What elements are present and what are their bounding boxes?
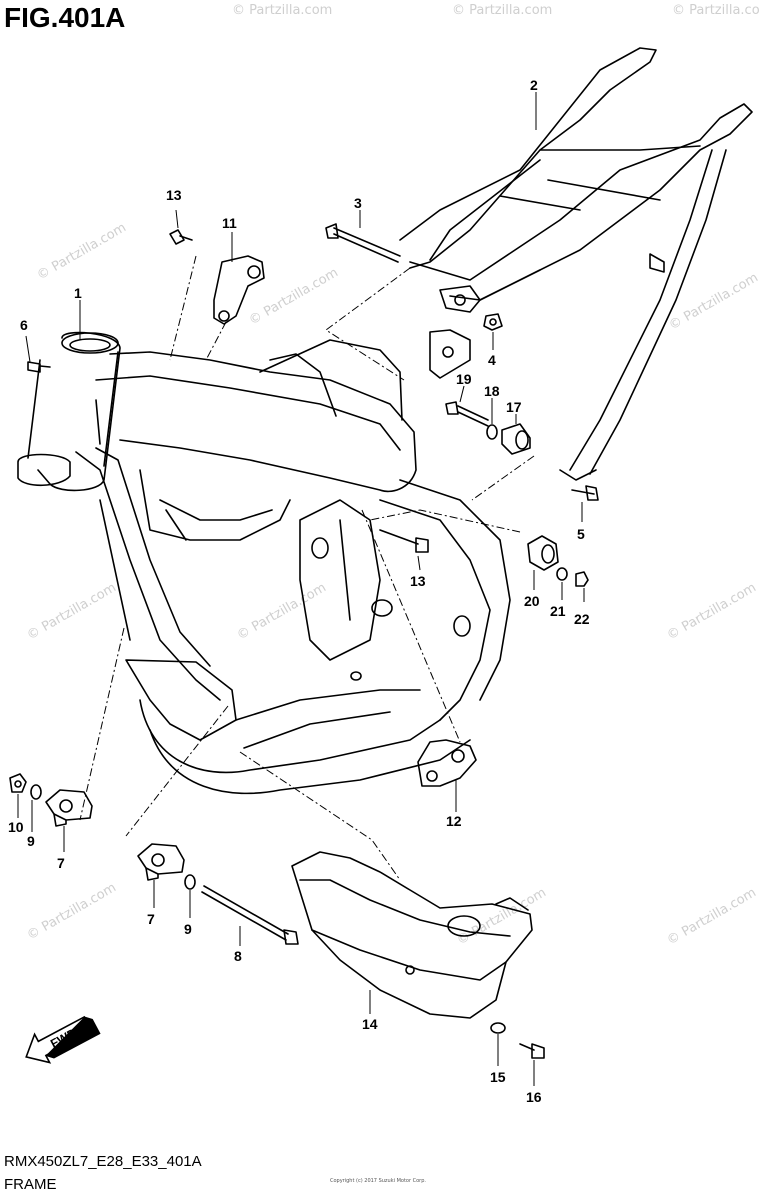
- bracket-7-upper: [45, 789, 93, 827]
- seat-rail: [399, 47, 753, 481]
- callout-4: 4: [488, 352, 496, 368]
- callout-7-lower: 7: [147, 911, 155, 927]
- callout-13-lower: 13: [410, 573, 426, 589]
- washer-9-lower: [184, 874, 196, 890]
- callout-11: 11: [222, 215, 237, 231]
- washer-21: [556, 567, 568, 581]
- callout-9-upper: 9: [27, 833, 35, 849]
- bolt-5: [571, 485, 599, 501]
- callout-22: 22: [574, 611, 590, 627]
- callout-1: 1: [74, 285, 82, 301]
- watermark: © Partzilla.com: [247, 265, 341, 328]
- callout-3: 3: [354, 195, 362, 211]
- skid-plate-14: [291, 851, 533, 1019]
- main-frame: [17, 331, 511, 795]
- callout-17: 17: [506, 399, 522, 415]
- bolt-16: [519, 1043, 545, 1059]
- bushing-20: [527, 535, 559, 571]
- callout-6: 6: [20, 317, 28, 333]
- watermark-group: © Partzilla.com © Partzilla.com © Partzi…: [25, 3, 759, 948]
- watermark: © Partzilla.com: [667, 270, 759, 333]
- leader-lines: [17, 92, 585, 1086]
- screw-6: [27, 361, 51, 373]
- washer-18: [486, 424, 498, 440]
- callout-10: 10: [8, 819, 24, 835]
- watermark: © Partzilla.com: [25, 880, 119, 943]
- nut-22: [575, 571, 589, 587]
- watermark: © Partzilla.com: [452, 3, 552, 18]
- bracket-11: [213, 255, 265, 325]
- model-code: RMX450ZL7_E28_E33_401A: [4, 1153, 202, 1170]
- callout-labels: 1 2 3 4 5 6 7 7 8 9 9 10 11 12 13 13 14 …: [8, 77, 590, 1105]
- callout-12: 12: [446, 813, 462, 829]
- callout-5: 5: [577, 526, 585, 542]
- callout-20: 20: [524, 593, 540, 609]
- bolt-13-lower: [379, 529, 429, 553]
- washer-9-upper: [30, 784, 42, 800]
- callout-13-upper: 13: [166, 187, 182, 203]
- bracket-7-lower: [137, 843, 185, 881]
- callout-15: 15: [490, 1069, 506, 1085]
- watermark: © Partzilla.com: [665, 580, 759, 643]
- callout-19: 19: [456, 371, 472, 387]
- washer-15: [490, 1022, 506, 1034]
- watermark: © Partzilla.com: [672, 3, 759, 18]
- nut-10: [9, 773, 27, 793]
- callout-14: 14: [362, 1016, 378, 1032]
- figure-title: FIG.401A: [4, 2, 126, 33]
- bolt-13-upper: [169, 229, 193, 245]
- bolt-8: [201, 885, 299, 945]
- bolt-3: [325, 223, 401, 263]
- callout-7-upper: 7: [57, 855, 65, 871]
- watermark: © Partzilla.com: [25, 580, 119, 643]
- callout-2: 2: [530, 77, 538, 93]
- callout-21: 21: [550, 603, 566, 619]
- bracket-12: [417, 739, 477, 787]
- nut-4: [483, 313, 503, 331]
- watermark: © Partzilla.com: [665, 885, 759, 948]
- copyright-note: Copyright (c) 2017 Suzuki Motor Corp.: [330, 1178, 426, 1184]
- bushing-17: [501, 423, 531, 455]
- callout-16: 16: [526, 1089, 542, 1105]
- watermark: © Partzilla.com: [35, 220, 129, 283]
- callout-18: 18: [484, 383, 500, 399]
- fwd-arrow: FWD: [25, 1015, 101, 1064]
- callout-9-lower: 9: [184, 921, 192, 937]
- watermark: © Partzilla.com: [232, 3, 332, 18]
- watermark: © Partzilla.com: [235, 580, 329, 643]
- callout-8: 8: [234, 948, 242, 964]
- bolt-19: [445, 401, 489, 427]
- section-name: FRAME: [4, 1176, 57, 1193]
